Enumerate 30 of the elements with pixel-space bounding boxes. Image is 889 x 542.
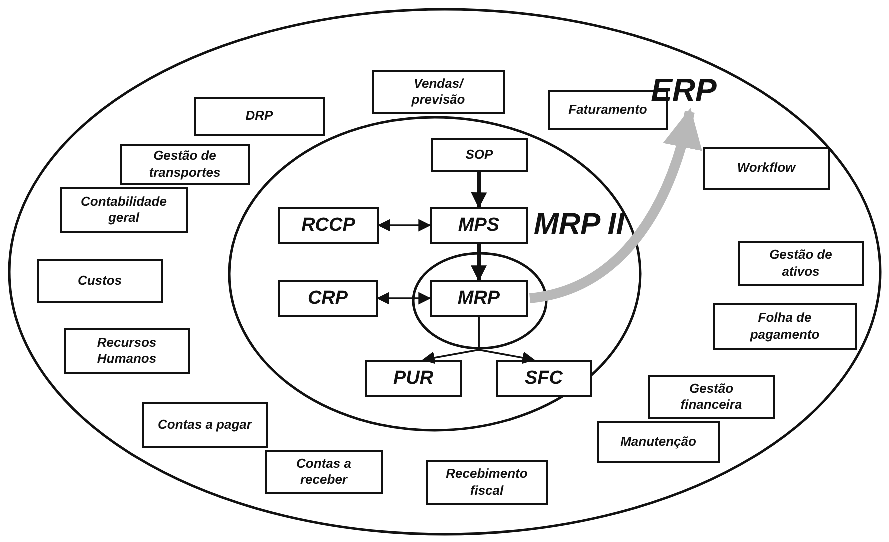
module-box: SOP: [431, 138, 528, 172]
module-box: RCCP: [278, 207, 379, 244]
arrow: [478, 317, 536, 364]
module-box: MRP: [430, 280, 528, 317]
module-box: Workflow: [703, 147, 830, 190]
module-box: Contas a pagar: [142, 402, 268, 448]
module-box: MPS: [430, 207, 528, 244]
module-box: DRP: [194, 97, 325, 136]
ellipse-outline: [412, 252, 548, 350]
module-box: CRP: [278, 280, 378, 317]
module-box: Gestão de ativos: [738, 241, 864, 286]
ellipse-title: MRP II: [534, 210, 625, 240]
module-box: Contabilidade geral: [60, 187, 188, 233]
module-box: Vendas/ previsão: [372, 70, 505, 114]
arrow: [529, 108, 702, 304]
ellipse-outline: [8, 8, 882, 536]
module-box: Recebimento fiscal: [426, 460, 548, 505]
arrow: [376, 292, 432, 305]
module-box: SFC: [496, 360, 592, 397]
arrow: [471, 244, 487, 282]
module-box: Recursos Humanos: [64, 328, 190, 374]
arrow: [378, 219, 432, 232]
module-box: Contas a receber: [265, 450, 383, 494]
module-box: PUR: [365, 360, 462, 397]
module-box: Custos: [37, 259, 163, 303]
module-box: Gestão de transportes: [120, 144, 250, 185]
arrow: [471, 172, 488, 209]
module-box: Gestão financeira: [648, 375, 775, 419]
module-box: Manutenção: [597, 421, 720, 463]
module-box: Folha de pagamento: [713, 303, 857, 350]
